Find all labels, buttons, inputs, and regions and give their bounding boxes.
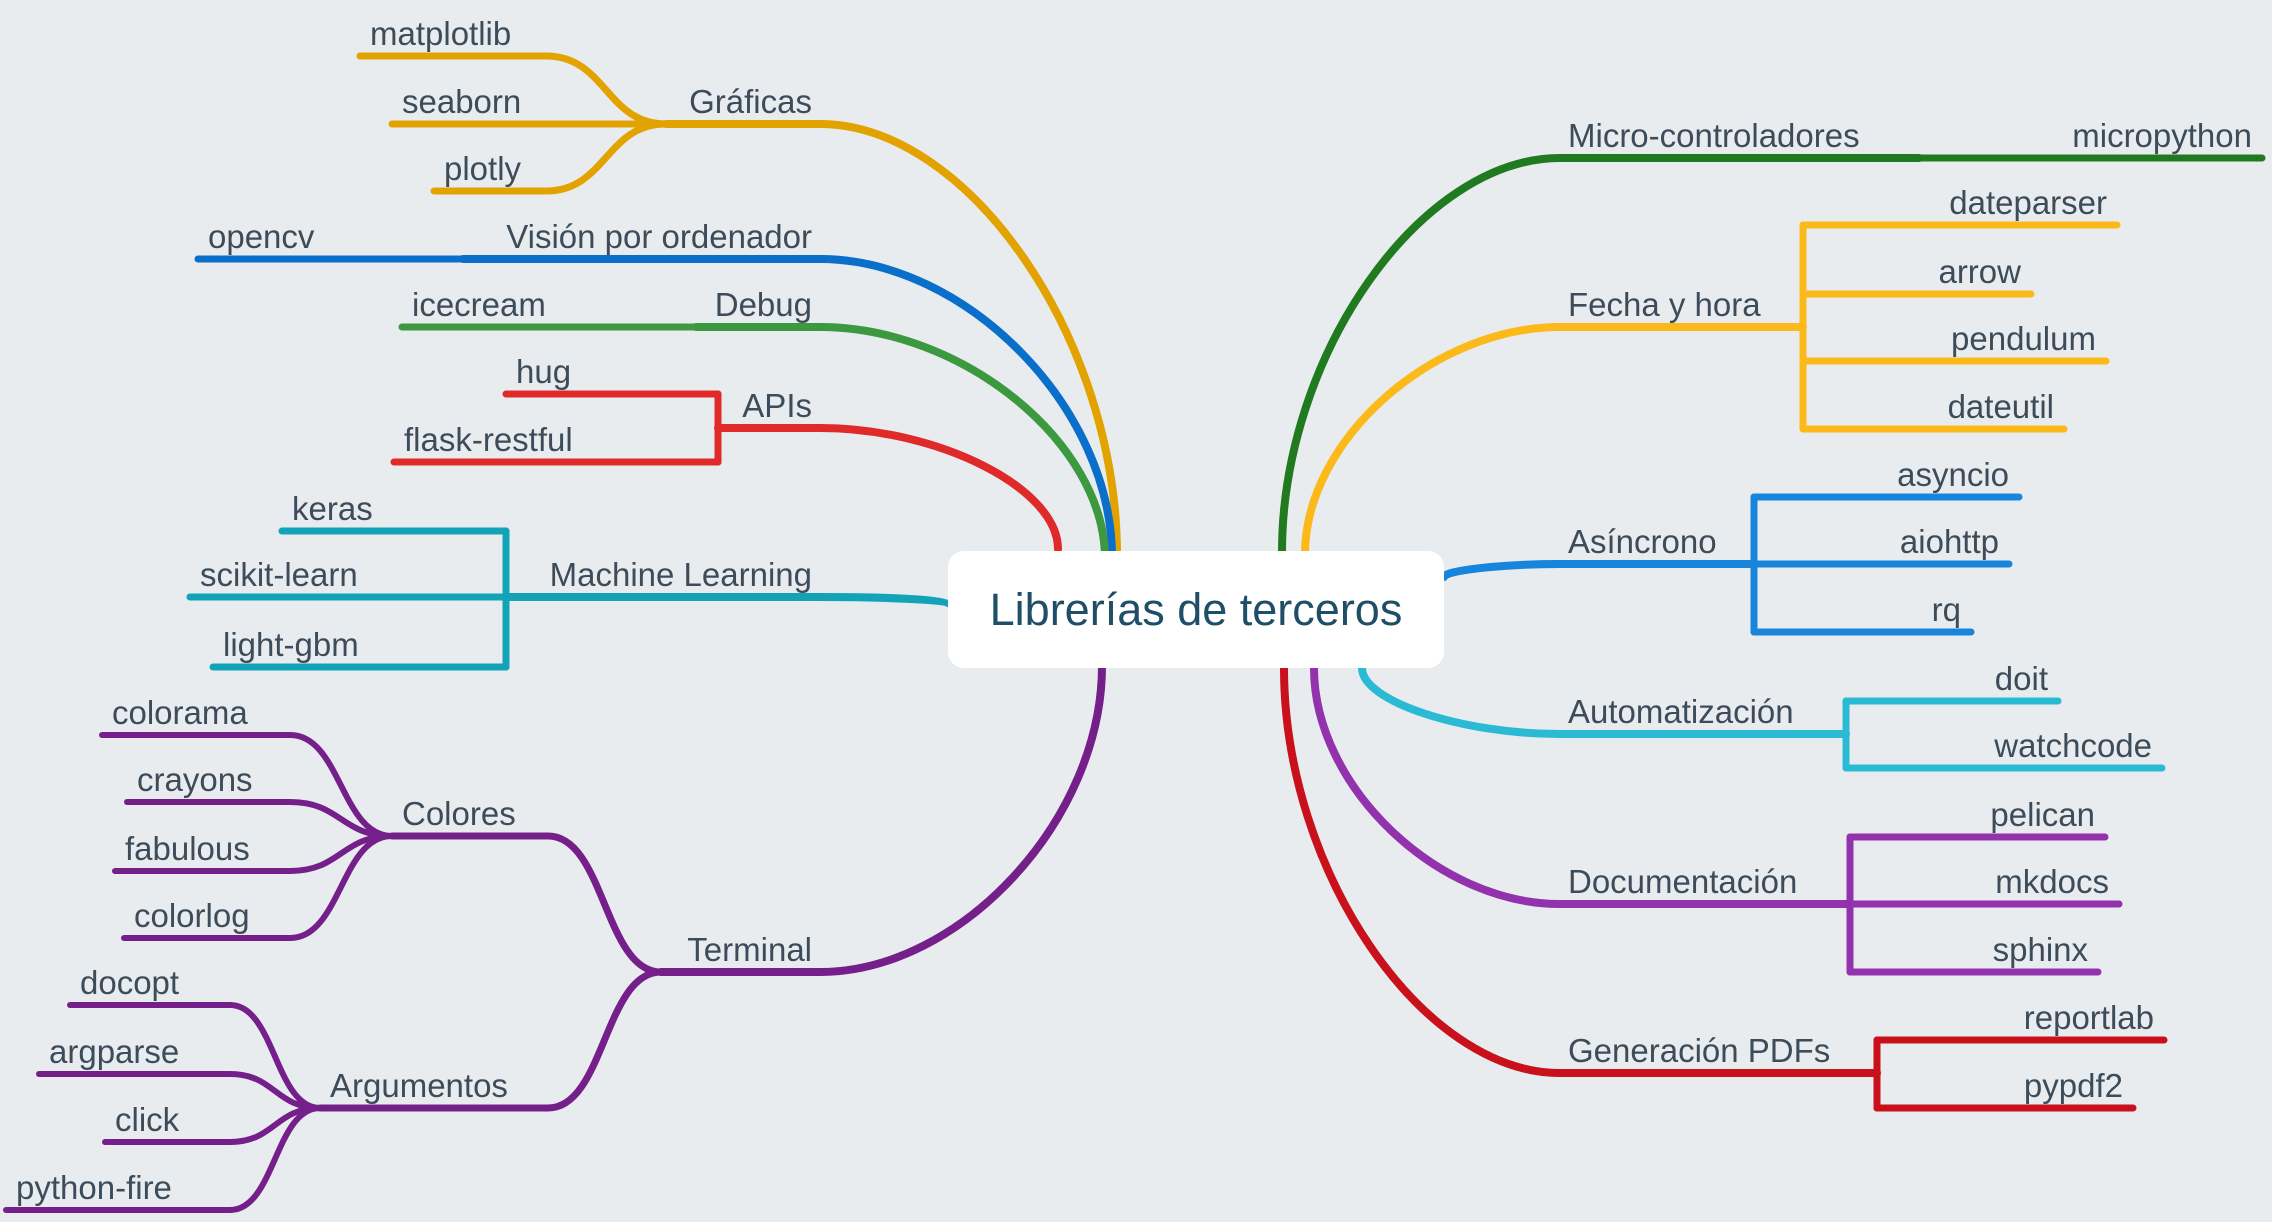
- label-doit[interactable]: doit: [1995, 660, 2048, 697]
- connector-matplotlib: [542, 52, 670, 128]
- root-node[interactable]: Librerías de terceros: [948, 551, 1444, 668]
- label-reportlab[interactable]: reportlab: [2024, 999, 2154, 1036]
- label-click[interactable]: click: [115, 1101, 180, 1138]
- label-aiohttp[interactable]: aiohttp: [1900, 523, 1999, 560]
- connector-colorlog: [287, 833, 395, 941]
- label-hug[interactable]: hug: [516, 353, 571, 390]
- label-argparse[interactable]: argparse: [49, 1033, 179, 1070]
- label-micropython[interactable]: micropython: [2072, 117, 2252, 154]
- connector-python-fire: [227, 1105, 323, 1213]
- branch-label-graficas[interactable]: Gráficas: [689, 83, 812, 120]
- branch-connector-documentacion: [1310, 664, 1564, 908]
- branch-label-generacion-pdfs[interactable]: Generación PDFs: [1568, 1032, 1830, 1069]
- label-mkdocs[interactable]: mkdocs: [1995, 863, 2109, 900]
- label-keras[interactable]: keras: [292, 490, 373, 527]
- branch-label-vision-por-ordenador[interactable]: Visión por ordenador: [506, 218, 812, 255]
- connector-layer: [3, 52, 2266, 1213]
- branch-label-automatizacion[interactable]: Automatización: [1568, 693, 1794, 730]
- label-seaborn[interactable]: seaborn: [402, 83, 521, 120]
- label-pendulum[interactable]: pendulum: [1951, 320, 2096, 357]
- connector-colores: [544, 832, 665, 976]
- branch-connector-micro-controladores: [1278, 154, 1564, 556]
- label-plotly[interactable]: plotly: [444, 150, 522, 187]
- branch-connector-graficas: [816, 120, 1121, 559]
- label-colorlog[interactable]: colorlog: [134, 897, 250, 934]
- label-matplotlib[interactable]: matplotlib: [370, 15, 511, 52]
- branch-label-documentacion[interactable]: Documentación: [1568, 863, 1797, 900]
- label-pypdf2[interactable]: pypdf2: [2024, 1067, 2123, 1104]
- label-fabulous[interactable]: fabulous: [125, 830, 250, 867]
- branch-label-fecha-y-hora[interactable]: Fecha y hora: [1568, 286, 1761, 323]
- branch-connector-apis: [816, 424, 1062, 553]
- label-crayons[interactable]: crayons: [137, 761, 253, 798]
- branch-label-micro-controladores[interactable]: Micro-controladores: [1568, 117, 1860, 154]
- connector-plotly: [542, 120, 670, 195]
- label-argumentos[interactable]: Argumentos: [330, 1067, 508, 1104]
- branch-label-terminal[interactable]: Terminal: [687, 931, 812, 968]
- label-dateutil[interactable]: dateutil: [1948, 388, 2054, 425]
- branch-label-apis[interactable]: APIs: [742, 387, 812, 424]
- label-scikit-learn[interactable]: scikit-learn: [200, 556, 358, 593]
- branch-connector-fecha-y-hora: [1301, 323, 1564, 558]
- branch-connector-asincrono: [1440, 560, 1564, 581]
- branch-connector-terminal: [816, 662, 1106, 976]
- connector-argumentos: [544, 968, 665, 1112]
- branch-connector-generacion-pdfs: [1280, 664, 1564, 1077]
- label-asyncio[interactable]: asyncio: [1897, 456, 2009, 493]
- label-pelican[interactable]: pelican: [1990, 796, 2095, 833]
- branch-connector-automatizacion: [1358, 664, 1564, 738]
- label-dateparser[interactable]: dateparser: [1949, 184, 2107, 221]
- label-colores[interactable]: Colores: [402, 795, 516, 832]
- branch-label-machine-learning[interactable]: Machine Learning: [550, 556, 812, 593]
- label-arrow[interactable]: arrow: [1938, 253, 2021, 290]
- branch-connector-machine-learning: [816, 593, 952, 607]
- branch-label-debug[interactable]: Debug: [715, 286, 812, 323]
- label-rq[interactable]: rq: [1932, 591, 1961, 628]
- label-docopt[interactable]: docopt: [80, 964, 179, 1001]
- label-python-fire[interactable]: python-fire: [16, 1169, 172, 1206]
- branch-connector-vision-por-ordenador: [816, 255, 1116, 561]
- root-label: Librerías de terceros: [989, 583, 1403, 635]
- label-sphinx[interactable]: sphinx: [1993, 931, 2089, 968]
- label-colorama[interactable]: colorama: [112, 694, 248, 731]
- branch-label-asincrono[interactable]: Asíncrono: [1568, 523, 1717, 560]
- label-flask-restful[interactable]: flask-restful: [404, 421, 573, 458]
- branch-connector-debug: [816, 323, 1109, 563]
- label-watchcode[interactable]: watchcode: [1993, 727, 2152, 764]
- label-light-gbm[interactable]: light-gbm: [223, 626, 359, 663]
- label-opencv[interactable]: opencv: [208, 218, 315, 255]
- label-icecream[interactable]: icecream: [412, 286, 546, 323]
